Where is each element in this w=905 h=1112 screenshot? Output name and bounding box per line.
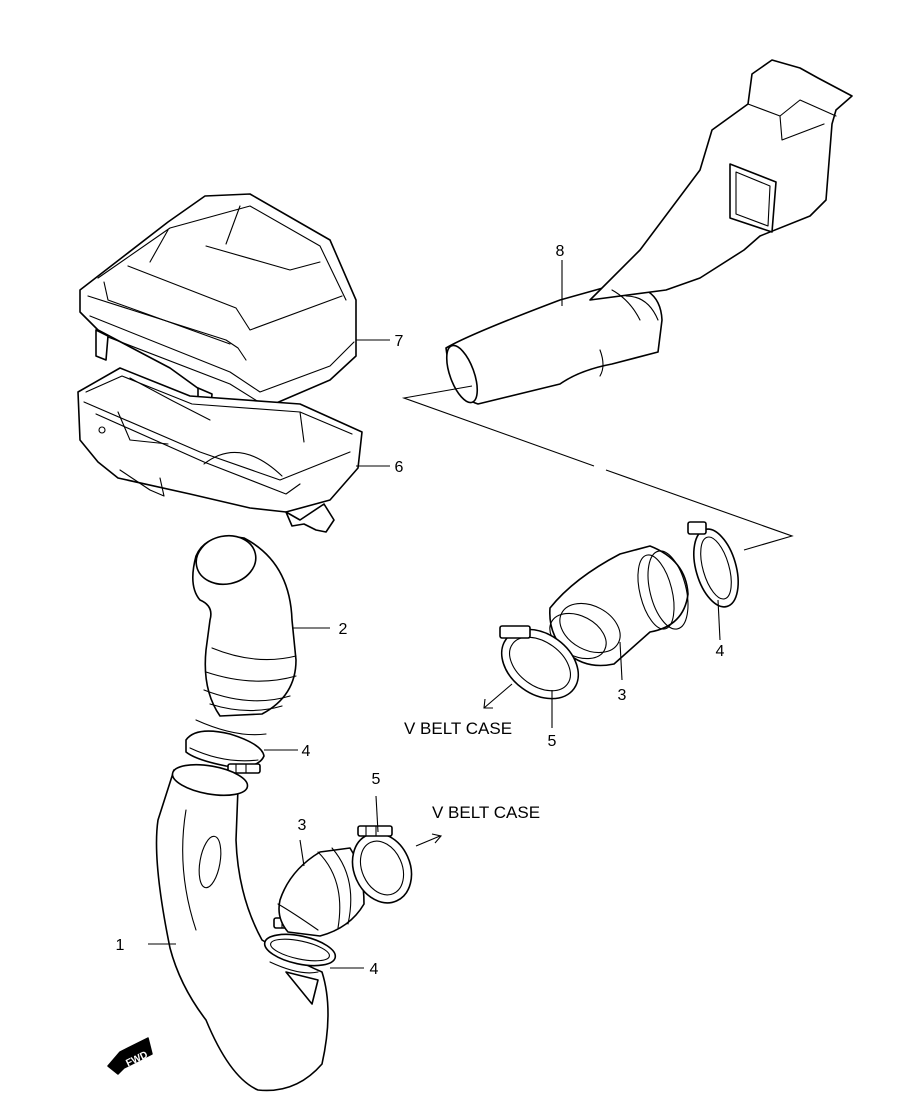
clamp-upper-band <box>499 625 580 700</box>
callout-4-upper: 4 <box>716 643 725 660</box>
callout-numbers: 1 2 3 3 4 4 4 5 5 6 7 8 <box>116 243 725 978</box>
callout-8: 8 <box>556 243 565 260</box>
callout-5-upper: 5 <box>548 733 557 750</box>
callout-4-lower: 4 <box>370 961 379 978</box>
callout-6: 6 <box>395 459 404 476</box>
v-belt-case-caption-upper: V BELT CASE <box>404 719 512 738</box>
connector-lower <box>277 847 365 937</box>
clamp-mid <box>185 730 265 774</box>
inlet-duct <box>445 59 853 405</box>
callout-5-lower: 5 <box>372 771 381 788</box>
air-cleaner-case <box>77 367 363 533</box>
main-inlet-hose <box>155 763 329 1092</box>
clamp-lower-band <box>351 825 413 904</box>
leader-lines <box>148 260 794 969</box>
callout-3-upper: 3 <box>618 687 627 704</box>
callout-1: 1 <box>116 937 125 954</box>
elbow-duct <box>192 534 297 736</box>
callout-4-mid: 4 <box>302 743 311 760</box>
v-belt-case-caption-lower: V BELT CASE <box>432 803 540 822</box>
direction-arrows <box>415 683 513 847</box>
clamp-upper <box>687 521 739 608</box>
callout-7: 7 <box>395 333 404 350</box>
fwd-badge: FWD <box>107 1037 153 1075</box>
air-cleaner-cap <box>79 193 357 419</box>
callout-2: 2 <box>339 621 348 638</box>
callout-3-lower: 3 <box>298 817 307 834</box>
